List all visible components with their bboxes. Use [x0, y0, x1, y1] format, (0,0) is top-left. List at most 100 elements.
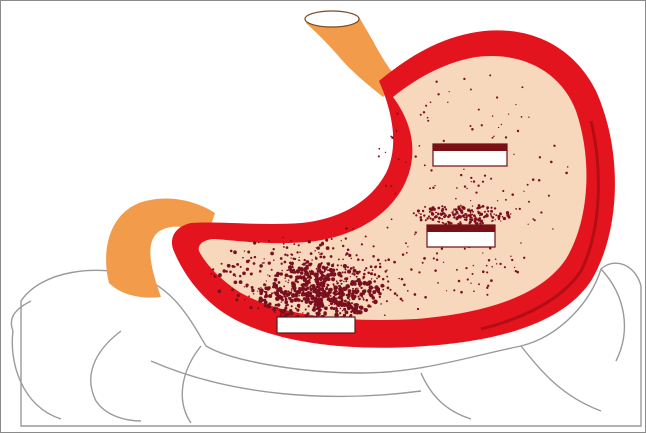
speckle [463, 78, 465, 80]
speckle [503, 217, 506, 220]
speckle [539, 156, 541, 158]
speckle [486, 271, 488, 273]
speckle [262, 262, 263, 263]
speckle [280, 309, 283, 312]
speckle [396, 113, 398, 115]
speckle [334, 303, 336, 305]
speckle [499, 212, 502, 215]
speckle [372, 255, 375, 258]
speckle [482, 252, 483, 253]
speckle [492, 137, 494, 139]
speckle [362, 259, 364, 261]
speckle [259, 264, 263, 268]
speckle [331, 277, 335, 281]
speckle [339, 280, 341, 282]
speckle [260, 287, 261, 288]
speckle [336, 269, 338, 271]
speckle [345, 280, 347, 282]
speckle [434, 269, 437, 272]
speckle [350, 276, 351, 277]
speckle [386, 276, 388, 278]
speckle [395, 193, 397, 195]
speckle [406, 252, 408, 254]
speckle [359, 311, 362, 314]
speckle [324, 308, 325, 309]
speckle [326, 263, 327, 264]
speckle [515, 104, 516, 105]
speckle [466, 215, 467, 216]
speckle [313, 298, 317, 302]
speckle [231, 265, 234, 268]
speckle [480, 220, 483, 223]
speckle [353, 295, 357, 299]
speckle [490, 279, 493, 282]
speckle [369, 283, 370, 284]
speckle [242, 257, 244, 259]
speckle [482, 206, 483, 207]
speckle [341, 304, 344, 307]
speckle [257, 307, 259, 309]
speckle [347, 249, 350, 252]
speckle [323, 256, 325, 258]
speckle [358, 271, 360, 273]
speckle [296, 290, 300, 294]
speckle [298, 306, 300, 308]
speckle [297, 295, 299, 297]
speckle [373, 245, 375, 247]
speckle [490, 178, 492, 180]
speckle [494, 207, 496, 209]
speckle [374, 286, 376, 288]
speckle [418, 271, 420, 273]
speckle [387, 287, 390, 290]
speckle [244, 299, 245, 300]
speckle [345, 237, 347, 239]
speckle [283, 299, 285, 301]
speckle [233, 273, 236, 276]
speckle [373, 280, 376, 283]
speckle [311, 270, 313, 272]
speckle [259, 270, 262, 273]
speckle [407, 290, 409, 292]
speckle [342, 245, 344, 247]
speckle [373, 287, 374, 288]
speckle [396, 130, 398, 132]
speckle [299, 277, 301, 279]
speckle [310, 265, 312, 267]
speckle [320, 284, 322, 286]
speckle [510, 256, 511, 257]
speckle [297, 270, 299, 272]
speckle [269, 275, 271, 277]
speckle [319, 308, 321, 310]
speckle [487, 210, 489, 212]
speckle [302, 286, 305, 289]
speckle [398, 158, 400, 160]
speckle [484, 211, 486, 213]
speckle [432, 187, 434, 189]
speckle [474, 216, 476, 218]
speckle [340, 307, 342, 309]
speckle [218, 273, 222, 277]
speckle [548, 195, 550, 197]
speckle [497, 215, 500, 218]
speckle [442, 222, 444, 224]
speckle [487, 208, 488, 209]
speckle [325, 293, 329, 297]
speckle [284, 310, 287, 313]
speckle [335, 313, 337, 315]
speckle [332, 292, 335, 295]
speckle [501, 124, 502, 125]
speckle [253, 262, 256, 265]
speckle [471, 181, 472, 182]
speckle [528, 117, 529, 118]
speckle [447, 102, 448, 103]
speckle [310, 294, 313, 297]
speckle [333, 263, 335, 265]
speckle [319, 270, 321, 272]
speckle [403, 284, 406, 287]
speckle [267, 304, 268, 305]
speckle [271, 292, 273, 294]
speckle [288, 297, 289, 298]
speckle [565, 172, 568, 175]
speckle [460, 205, 462, 207]
speckle [290, 253, 292, 255]
